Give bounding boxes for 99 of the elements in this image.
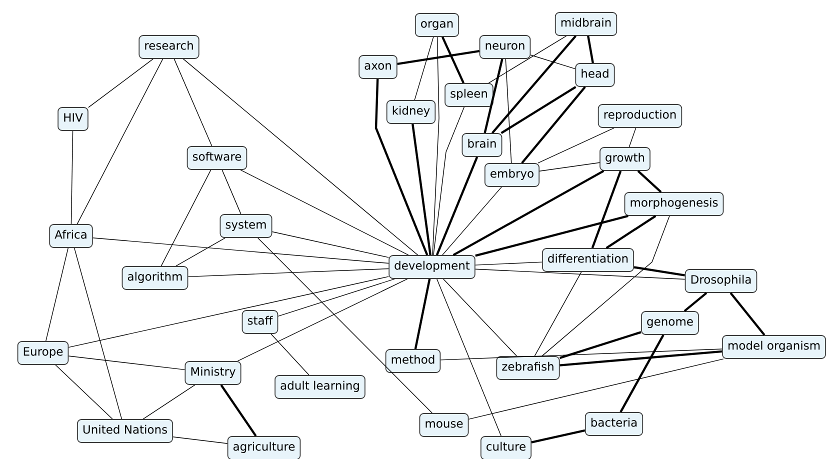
connector-line xyxy=(634,266,686,276)
connector-line xyxy=(628,128,636,148)
concept-box: adult learning xyxy=(274,375,366,399)
connector-line xyxy=(560,350,722,366)
concept-box: kidney xyxy=(386,100,436,124)
concept-box: mouse xyxy=(419,413,469,437)
connector-line xyxy=(559,331,642,359)
connector-line xyxy=(258,238,432,414)
concept-box: differentiation xyxy=(542,248,634,272)
connector-line xyxy=(278,278,395,317)
concept-box: staff xyxy=(242,310,278,334)
connector-line xyxy=(475,214,628,257)
connector-line xyxy=(539,162,600,172)
connector-line xyxy=(397,50,480,66)
connector-line xyxy=(68,356,186,370)
connector-line xyxy=(531,429,586,444)
connector-line xyxy=(730,292,766,336)
concept-box: head xyxy=(575,63,615,87)
concept-box: Ministry xyxy=(184,361,242,385)
concept-box: spleen xyxy=(444,83,494,107)
concept-box: United Nations xyxy=(77,419,173,443)
connector-line xyxy=(684,292,708,312)
connector-line xyxy=(620,334,664,413)
concept-box: algorithm xyxy=(122,266,188,290)
connector-line xyxy=(491,35,577,134)
connector-line xyxy=(530,54,576,70)
connector-line xyxy=(270,334,310,376)
connector-line xyxy=(374,78,428,256)
concept-box: midbrain xyxy=(554,12,618,36)
connector-line xyxy=(500,86,576,134)
concept-box: system xyxy=(220,214,272,238)
concept-box: embryo xyxy=(484,163,540,187)
concept-box: reproduction xyxy=(598,104,682,128)
concept-box: growth xyxy=(600,147,650,171)
concept-box: culture xyxy=(480,436,532,459)
connector-line xyxy=(176,238,226,266)
concept-box: development xyxy=(388,255,476,279)
connector-line xyxy=(432,36,440,256)
connector-line xyxy=(443,278,518,356)
connector-line xyxy=(484,58,504,134)
connector-line xyxy=(70,130,74,224)
connector-line xyxy=(55,364,113,420)
connector-line xyxy=(174,58,212,146)
connector-line xyxy=(440,348,722,360)
concept-box: HIV xyxy=(58,107,88,131)
connector-line xyxy=(172,436,228,444)
concept-box: neuron xyxy=(479,35,531,59)
connector-line xyxy=(182,58,418,256)
concept-box: genome xyxy=(641,311,699,335)
connector-line xyxy=(521,86,586,164)
connector-line xyxy=(142,384,196,420)
connector-line xyxy=(442,186,502,256)
concept-box: organ xyxy=(414,13,460,37)
concept-box: Africa xyxy=(49,224,93,248)
connector-line xyxy=(240,170,409,256)
connector-line xyxy=(92,238,389,264)
connector-line xyxy=(542,216,670,356)
concept-box: Drosophila xyxy=(684,269,758,293)
connector-line xyxy=(436,156,478,256)
connector-line xyxy=(606,215,656,249)
connector-line xyxy=(433,106,465,256)
connector-line xyxy=(414,36,434,100)
connector-line xyxy=(188,268,389,278)
connector-line xyxy=(505,58,512,164)
connector-line xyxy=(74,248,122,420)
concept-box: Europe xyxy=(17,341,69,365)
connector-line xyxy=(475,262,542,266)
connector-line xyxy=(468,358,724,420)
connector-line xyxy=(222,170,242,214)
connector-line xyxy=(237,278,408,362)
connector-line xyxy=(587,36,594,64)
concept-box: research xyxy=(138,35,200,59)
connector-line xyxy=(76,58,164,224)
concept-box: morphogenesis xyxy=(624,192,724,216)
concept-box: axon xyxy=(358,55,398,79)
connector-line xyxy=(488,36,567,84)
connector-line xyxy=(538,128,614,164)
connector-line xyxy=(220,384,257,437)
concept-box: software xyxy=(186,146,248,170)
concept-box: zebrafish xyxy=(496,356,560,380)
connector-line xyxy=(160,170,212,266)
connector-line xyxy=(88,58,154,108)
concept-box: agriculture xyxy=(227,436,301,459)
connector-line xyxy=(436,278,502,436)
connector-line xyxy=(272,231,389,258)
concept-box: bacteria xyxy=(584,412,644,436)
connector-line xyxy=(534,272,582,356)
concept-box: brain xyxy=(462,133,502,157)
connector-line xyxy=(452,170,604,256)
connector-line xyxy=(441,36,465,84)
concept-box: model organism xyxy=(722,335,826,359)
connector-line xyxy=(591,170,622,248)
connector-line xyxy=(637,170,662,193)
connector-line xyxy=(412,124,432,256)
concept-box: method xyxy=(385,349,441,373)
connector-line xyxy=(46,248,68,342)
connector-line xyxy=(414,278,431,350)
connector-line xyxy=(475,268,686,280)
connector-line xyxy=(68,276,389,348)
